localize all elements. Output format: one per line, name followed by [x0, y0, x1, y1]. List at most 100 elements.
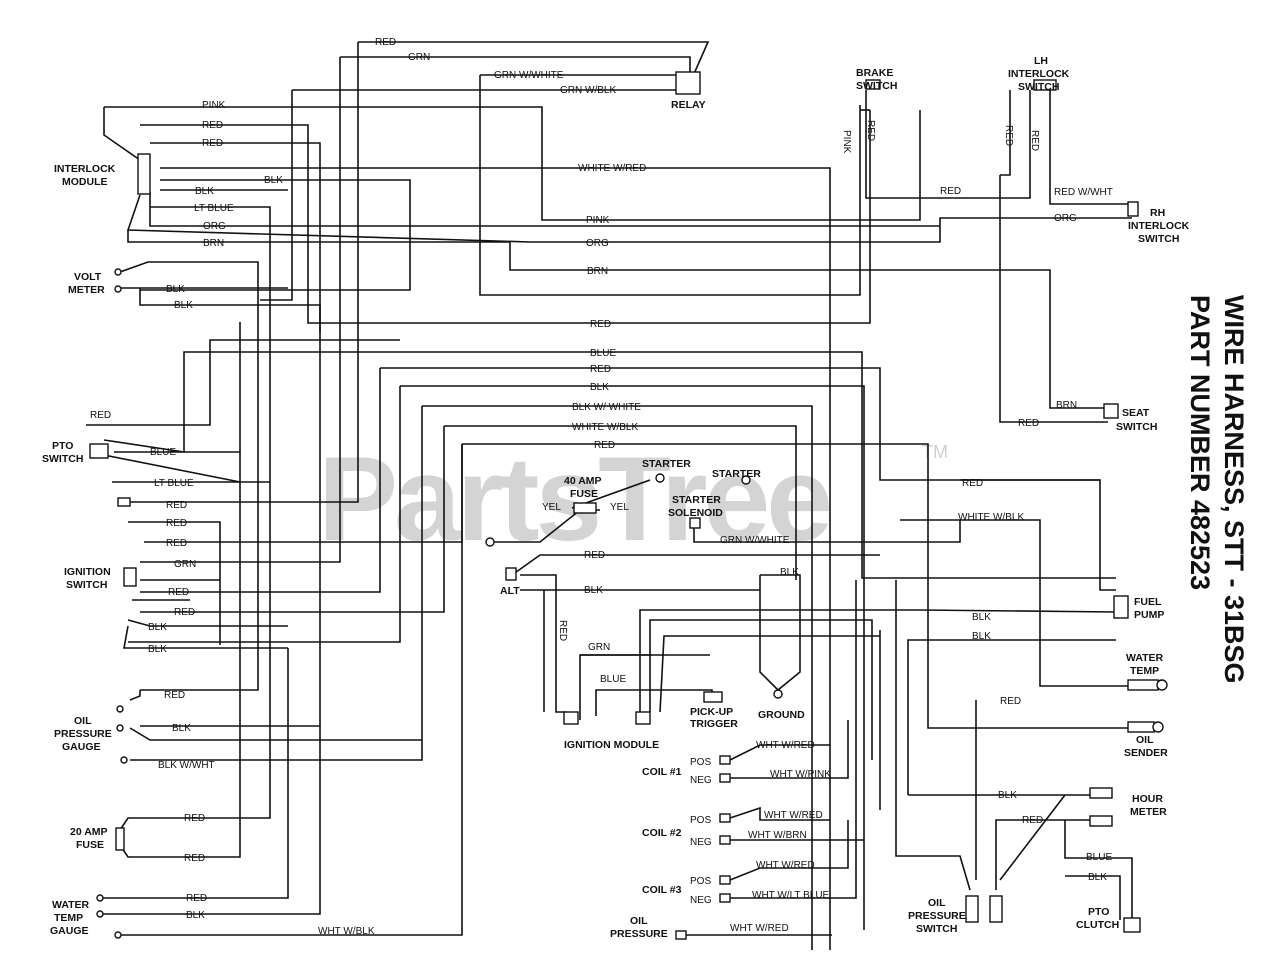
wire-label: BLK	[166, 284, 185, 295]
coil2-neg-terminal	[719, 835, 731, 845]
water-temp-label-2: TEMP	[1130, 665, 1159, 677]
fuel-pump-label-2: PUMP	[1134, 609, 1164, 621]
fuel-pump-connector	[1113, 595, 1129, 619]
pto-switch-connector	[89, 443, 109, 459]
coil3-pos-label: POS	[690, 876, 711, 887]
parts-tree-watermark: PartsTree	[318, 432, 829, 566]
wire-label: BLK	[1088, 872, 1107, 883]
water-gauge-terminal-a	[96, 894, 104, 902]
ignition-switch-label-2: SWITCH	[66, 579, 107, 591]
water-gauge-terminal-c	[114, 931, 122, 939]
wire-label: BLK	[972, 612, 991, 623]
hour-meter-terminal-a	[1089, 787, 1113, 799]
coil3-neg-label: NEG	[690, 895, 712, 906]
seat-switch-connector	[1103, 403, 1119, 419]
brake-switch-label-1: BRAKE	[856, 67, 893, 79]
wire-label: PINK	[586, 215, 610, 226]
oil-pressure-label-1: OIL	[630, 915, 648, 927]
coil1-neg-label: NEG	[690, 775, 712, 786]
wire-label: WHT W/PINK	[770, 769, 831, 780]
title-block: WIRE HARNESS, STT - 31BSG PART NUMBER 48…	[1185, 295, 1249, 684]
interlock-module-connector	[137, 153, 151, 195]
wire-label: BLK	[148, 622, 167, 633]
wire-label: RED	[940, 186, 961, 197]
volt-meter-terminal-b	[114, 285, 122, 293]
starter-right-terminal	[741, 475, 751, 485]
wire-label: BLK	[998, 790, 1017, 801]
wire-label: GRN	[174, 559, 196, 570]
lh-interlock-label-1: LH	[1034, 55, 1048, 67]
coil3-pos-terminal	[719, 875, 731, 885]
starter-solenoid-label-1: STARTER	[672, 494, 721, 506]
wire-label: ORG	[203, 221, 226, 232]
wire-label: RED	[584, 550, 605, 561]
oil-pressure-gauge-label-1: OIL	[74, 715, 92, 727]
wire-label: GRN W/WHITE	[494, 70, 564, 81]
wire-label: RED W/WHT	[1054, 187, 1113, 198]
wire-label: BLK	[780, 567, 799, 578]
coil3-neg-terminal	[719, 893, 731, 903]
yel-wire-terminal	[485, 537, 495, 547]
vertical-wire-label: RED	[1003, 125, 1014, 146]
wire-label: GRN	[588, 642, 610, 653]
oil-pressure-switch-label-1: OIL	[928, 897, 946, 909]
wire-label: ORG	[586, 238, 609, 249]
seat-switch-label-1: SEAT	[1122, 407, 1150, 419]
coil1-pos-terminal	[719, 755, 731, 765]
fuse-40-body	[573, 502, 597, 514]
wire-label: WHT W/BRN	[748, 830, 807, 841]
starter-right-label: STARTER	[712, 468, 761, 480]
starter-solenoid-connector	[689, 517, 701, 529]
water-temp-label-1: WATER	[1126, 652, 1164, 664]
volt-meter-label-1: VOLT	[74, 271, 102, 283]
alt-label: ALT	[500, 585, 520, 597]
part-number: PART NUMBER 482523	[1185, 295, 1215, 590]
ground-label: GROUND	[758, 709, 805, 721]
pickup-trigger-label-1: PICK-UP	[690, 706, 733, 718]
pickup-trigger-label-2: TRIGGER	[690, 718, 738, 730]
hour-meter-label-2: METER	[1130, 806, 1167, 818]
oil-sender-end	[1152, 721, 1164, 733]
wire-label: WHT W/RED	[730, 923, 789, 934]
wire-label: GRN	[408, 52, 430, 63]
wire-label: PINK	[202, 100, 226, 111]
oil-pressure-switch-label-3: SWITCH	[916, 923, 957, 935]
lh-interlock-label-2: INTERLOCK	[1008, 68, 1070, 80]
vertical-wire-label: RED	[865, 120, 876, 141]
wire-label: BLK	[172, 723, 191, 734]
fuse-40-label-2: FUSE	[570, 488, 598, 500]
coil1-pos-label: POS	[690, 757, 711, 768]
wire-label: LT BLUE	[194, 203, 234, 214]
wire-label: RED	[202, 138, 223, 149]
wire-label: RED	[166, 500, 187, 511]
fuel-pump-label-1: FUEL	[1134, 596, 1162, 608]
water-temp-gauge-label-2: TEMP	[54, 912, 83, 924]
vertical-wire-label: RED	[1029, 130, 1040, 151]
starter-solenoid-label-2: SOLENOID	[668, 507, 723, 519]
wire-label: BLK	[584, 585, 603, 596]
wire-label: RED	[590, 319, 611, 330]
fuse-20-label-2: FUSE	[76, 839, 104, 851]
starter-left-label: STARTER	[642, 458, 691, 470]
wire-label: RED	[590, 364, 611, 375]
coil3-label: COIL #3	[642, 884, 682, 896]
fuse-20-body	[115, 827, 125, 851]
hour-meter-terminal-b	[1089, 815, 1113, 827]
wire-label: ORG	[1054, 213, 1077, 224]
pto-clutch-label-1: PTO	[1088, 906, 1109, 918]
oil-pressure-gauge-label-3: GAUGE	[62, 741, 101, 753]
diagram-title: WIRE HARNESS, STT - 31BSG	[1219, 295, 1249, 684]
relay-symbol	[675, 71, 701, 95]
wire-label: WHITE W/BLK	[958, 512, 1024, 523]
interlock-module-label-1: INTERLOCK	[54, 163, 116, 175]
wire-label: RED	[375, 37, 396, 48]
wire-label: WHT W/RED	[764, 810, 823, 821]
wire-label: BRN	[203, 238, 224, 249]
oil-pressure-label-2: PRESSURE	[610, 928, 668, 940]
lh-interlock-label-3: SWITCH	[1018, 81, 1059, 93]
wire-label: RED	[168, 587, 189, 598]
oil-gauge-terminal-b	[116, 724, 124, 732]
wire-label: WHT W/RED	[756, 740, 815, 751]
wire-label: WHITE W/BLK	[572, 422, 638, 433]
